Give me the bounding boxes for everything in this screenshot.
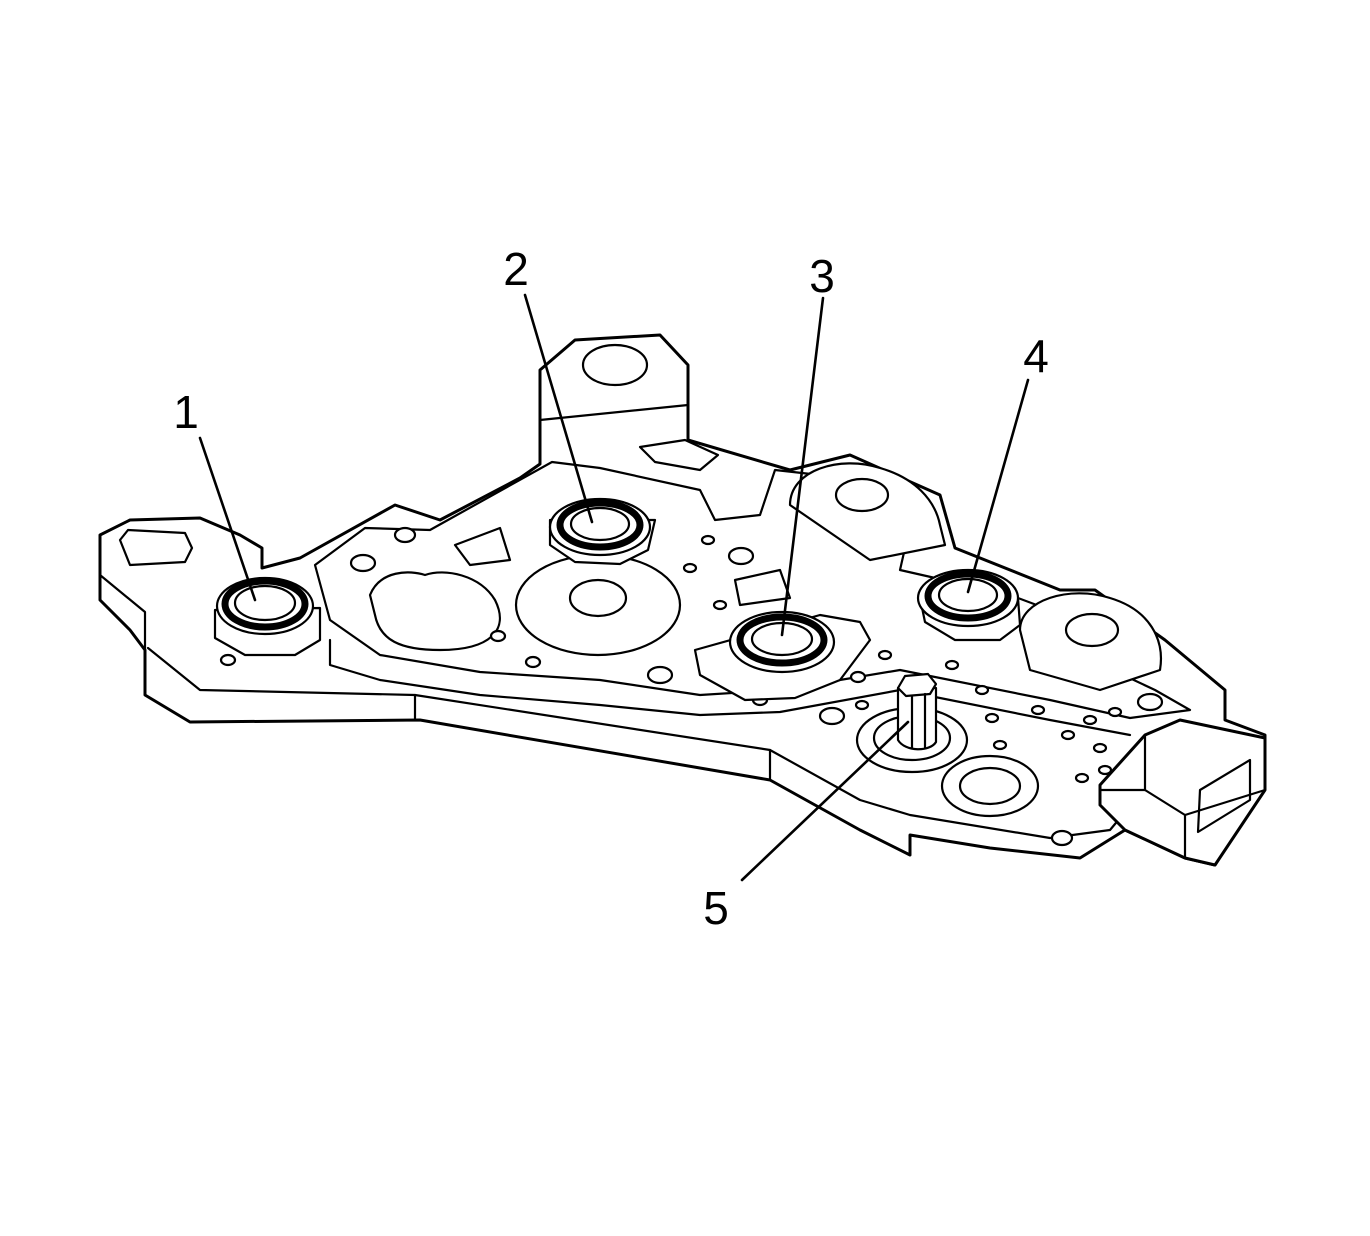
leader-5 [740, 720, 910, 882]
callout-1: 1 [173, 386, 199, 438]
callout-2: 2 [503, 243, 529, 295]
seal-2 [548, 497, 657, 566]
mounting-bosses [788, 462, 1162, 818]
leader-2 [523, 293, 594, 524]
small-holes [219, 526, 1164, 847]
callout-5: 5 [703, 882, 729, 934]
center-bore [514, 553, 682, 657]
seal-3 [693, 610, 872, 702]
callout-labels: 1 2 3 4 5 [173, 243, 1049, 934]
shaft-5 [855, 672, 969, 774]
connector [1098, 718, 1267, 867]
callout-4: 4 [1023, 330, 1049, 382]
leader-3 [780, 296, 825, 637]
callout-3: 3 [809, 250, 835, 302]
leader-lines [198, 293, 1030, 882]
plate-body [98, 333, 1267, 867]
gasket-area [313, 460, 1192, 737]
seal-4 [916, 568, 1022, 642]
leader-1 [198, 436, 257, 602]
leader-4 [966, 378, 1030, 594]
seal-1 [213, 576, 322, 657]
